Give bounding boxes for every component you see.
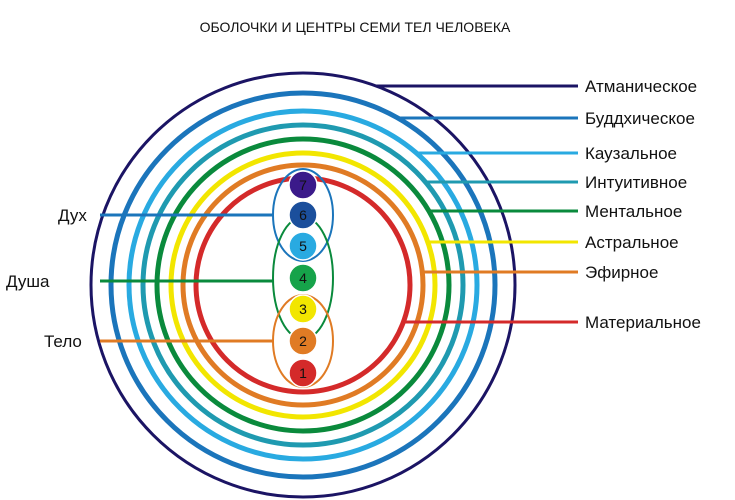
body-label: Материальное (585, 313, 701, 332)
body-label-leaders: АтманическоеБуддхическоеКаузальноеИнтуит… (376, 77, 701, 332)
body-label: Атманическое (585, 77, 697, 96)
ring-1 (89, 71, 517, 499)
chakra-number: 7 (299, 177, 307, 193)
body-label: Астральное (585, 233, 679, 252)
diagram-title: ОБОЛОЧКИ И ЦЕНТРЫ СЕМИ ТЕЛ ЧЕЛОВЕКА (200, 19, 511, 35)
body-label: Каузальное (585, 144, 677, 163)
chakra-number: 6 (299, 207, 307, 223)
chakra-5-circle (288, 231, 318, 261)
chakra-1-circle (288, 358, 318, 388)
chakra-6-circle (288, 200, 318, 230)
group-label: Душа (6, 272, 50, 291)
body-label: Интуитивное (585, 173, 687, 192)
group-label: Тело (44, 332, 82, 351)
chakra-2-circle (288, 326, 318, 356)
chakra-7-circle (288, 170, 318, 200)
chakra-3-circle (288, 294, 318, 324)
body-label: Эфирное (585, 263, 658, 282)
ring-5 (154, 136, 452, 434)
ring-2 (108, 90, 498, 480)
chakra-number: 3 (299, 301, 307, 317)
ring-6 (168, 150, 438, 420)
ring-4 (140, 122, 466, 448)
chakra-column: 7 6 5 4 3 2 1 (288, 170, 318, 388)
chakra-number: 1 (299, 365, 307, 381)
group-label: Дух (58, 206, 87, 225)
body-label: Буддхическое (585, 109, 695, 128)
chakra-number: 4 (299, 270, 307, 286)
ring-3 (126, 108, 480, 462)
chakra-4-circle (288, 263, 318, 293)
chakra-number: 5 (299, 238, 307, 254)
body-label: Ментальное (585, 202, 682, 221)
chakra-number: 2 (299, 333, 307, 349)
ring-7 (180, 162, 426, 408)
